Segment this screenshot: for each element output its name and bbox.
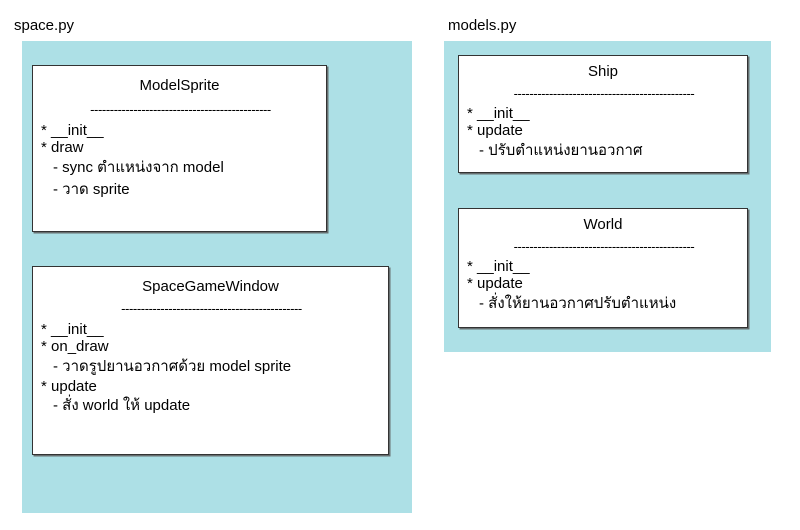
class-box-inner: Ship -----------------------------------… [459, 56, 747, 162]
member-list: * __init__ * update - ปรับตำแหน่งยานอวกา… [467, 105, 739, 162]
class-title-spacegamewindow: SpaceGameWindow [142, 278, 279, 295]
class-member: * on_draw [41, 338, 109, 356]
member-list: * __init__ * on_draw - วาดรูปยานอวกาศด้ว… [41, 321, 380, 417]
class-member: - ปรับตำแหน่งยานอวกาศ [479, 141, 643, 159]
class-member: - sync ตำแหน่งจาก model [53, 158, 224, 176]
class-member: * __init__ [41, 321, 104, 338]
class-member: * __init__ [467, 258, 530, 275]
class-box-inner: World ----------------------------------… [459, 209, 747, 315]
class-box-inner: SpaceGameWindow ------------------------… [33, 267, 388, 417]
class-box-world[interactable]: World ----------------------------------… [458, 208, 748, 328]
class-box-modelsprite[interactable]: ModelSprite ----------------------------… [32, 65, 327, 232]
class-title-world: World [583, 216, 623, 233]
class-divider: ----------------------------------------… [513, 240, 695, 253]
class-divider: ----------------------------------------… [121, 302, 302, 315]
class-title-ship: Ship [587, 63, 619, 80]
class-member: - สั่ง world ให้ update [53, 396, 191, 414]
class-member: - วาด sprite [53, 180, 130, 198]
class-member: * update [41, 377, 97, 395]
class-member: * draw [41, 139, 84, 157]
class-member: - วาดรูปยานอวกาศด้วย model sprite [53, 357, 292, 375]
class-title-modelsprite: ModelSprite [139, 77, 220, 94]
member-list: * __init__ * draw - sync ตำแหน่งจาก mode… [41, 122, 318, 200]
module-label-space: space.py [14, 17, 75, 34]
member-list: * __init__ * update - สั่งให้ยานอวกาศปรั… [467, 258, 739, 315]
class-member: * __init__ [467, 105, 530, 122]
class-member: * update [467, 122, 523, 140]
class-member: * update [467, 275, 523, 293]
class-member: * __init__ [41, 122, 104, 139]
class-box-spacegamewindow[interactable]: SpaceGameWindow ------------------------… [32, 266, 389, 455]
class-divider: ----------------------------------------… [513, 87, 695, 100]
module-label-models: models.py [448, 17, 517, 34]
class-member: - สั่งให้ยานอวกาศปรับตำแหน่ง [479, 294, 677, 312]
class-box-inner: ModelSprite ----------------------------… [33, 66, 326, 200]
class-box-ship[interactable]: Ship -----------------------------------… [458, 55, 748, 173]
class-divider: ----------------------------------------… [90, 103, 271, 116]
